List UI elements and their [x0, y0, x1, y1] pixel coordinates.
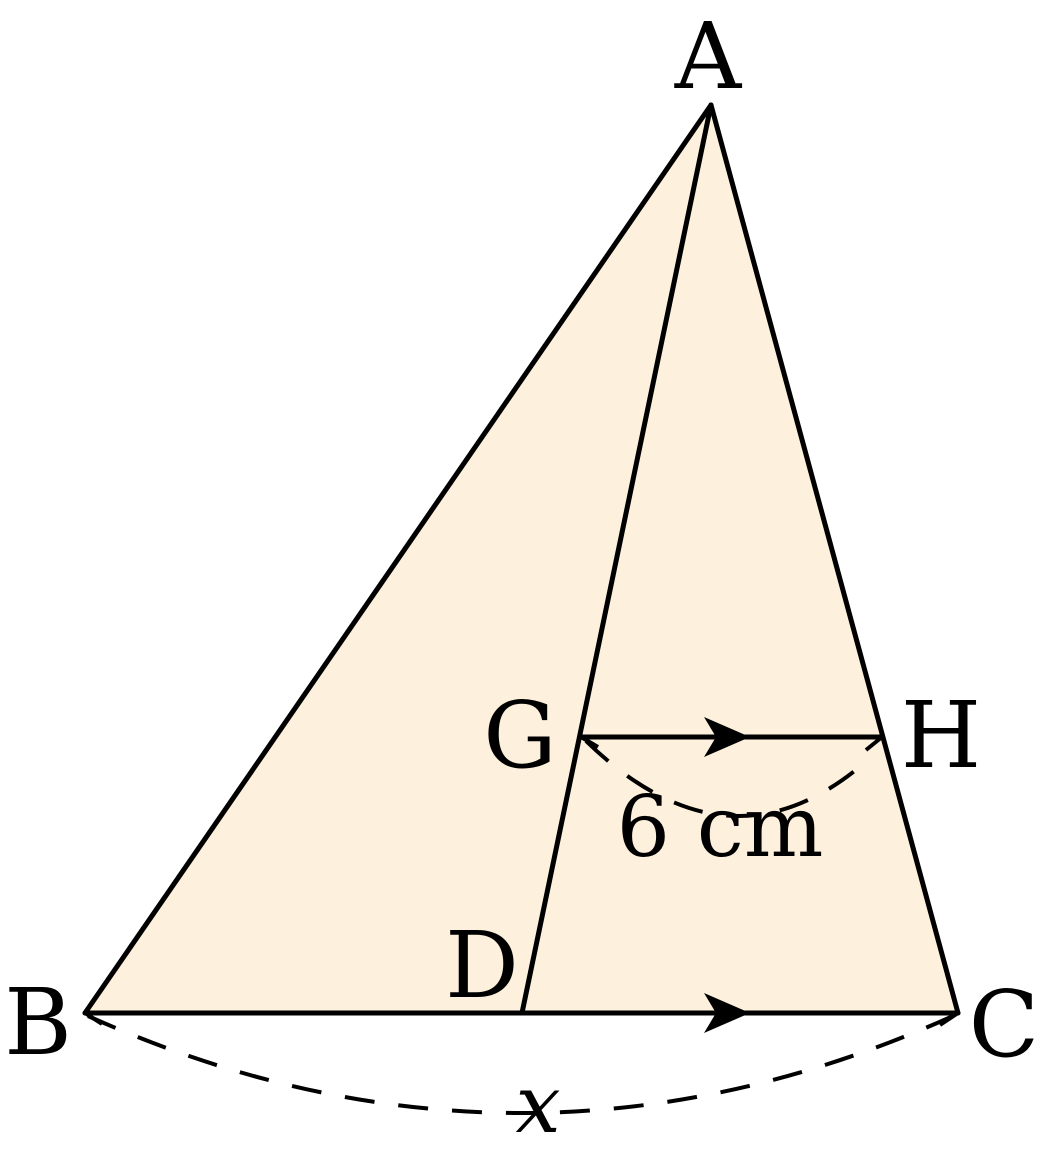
- measure-label-bc: x: [515, 1058, 560, 1151]
- vertex-label-c: C: [969, 971, 1039, 1078]
- side-ab: [82, 102, 714, 1016]
- vertex-label-d: D: [445, 912, 519, 1019]
- dimension-tick-g: [579, 735, 600, 749]
- segment-ad: [519, 102, 714, 1016]
- dimension-tick-b: [83, 1011, 104, 1026]
- dimension-tick-c: [938, 1011, 960, 1027]
- vertex-label-g: G: [483, 682, 557, 789]
- side-ac: [708, 102, 961, 1016]
- measure-label-gh: 6 cm: [617, 778, 824, 876]
- dimension-arc-bc: [87, 1014, 954, 1115]
- dimension-tick-h: [864, 735, 884, 752]
- vertex-label-a: A: [674, 3, 743, 110]
- vertex-label-h: H: [901, 682, 981, 789]
- triangle-abc-fill: [85, 105, 958, 1013]
- dimension-arc-gh: [584, 739, 872, 819]
- parallel-arrow-bc: [704, 993, 750, 1033]
- parallel-arrow-gh: [704, 717, 750, 757]
- vertex-label-b: B: [4, 969, 72, 1076]
